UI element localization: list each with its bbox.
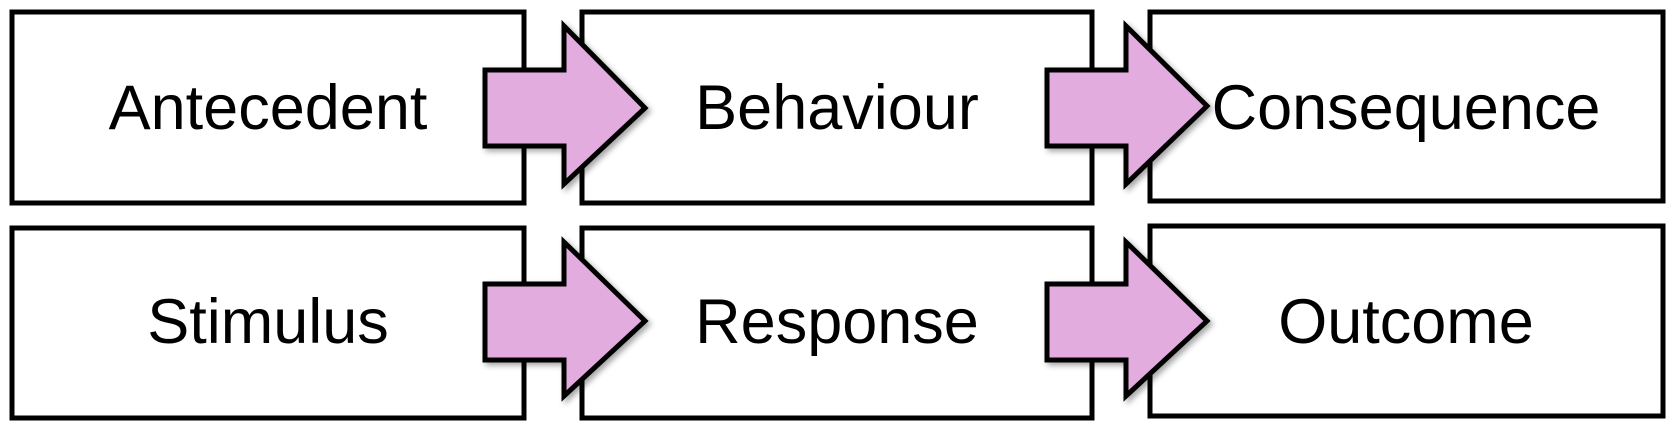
box-response: Response: [579, 225, 1095, 421]
row-2: Stimulus Response Outcome: [9, 223, 1666, 421]
box-label-consequence: Consequence: [1212, 73, 1601, 143]
box-behaviour: Behaviour: [579, 9, 1095, 206]
arrow-right-icon: [482, 236, 649, 402]
box-label-stimulus: Stimulus: [147, 287, 389, 357]
arrow-right-icon: [482, 19, 649, 190]
box-label-response: Response: [695, 287, 979, 357]
box-stimulus: Stimulus: [9, 225, 527, 421]
arrow-right-icon: [1044, 20, 1211, 190]
arrow-right-icon: [1044, 236, 1211, 402]
row-1: Antecedent Behaviour Consequence: [9, 9, 1666, 206]
box-consequence: Consequence: [1147, 9, 1666, 204]
box-label-outcome: Outcome: [1278, 287, 1534, 357]
box-outcome: Outcome: [1147, 223, 1666, 419]
box-label-antecedent: Antecedent: [109, 73, 428, 143]
box-antecedent: Antecedent: [9, 9, 527, 206]
box-label-behaviour: Behaviour: [695, 73, 979, 143]
